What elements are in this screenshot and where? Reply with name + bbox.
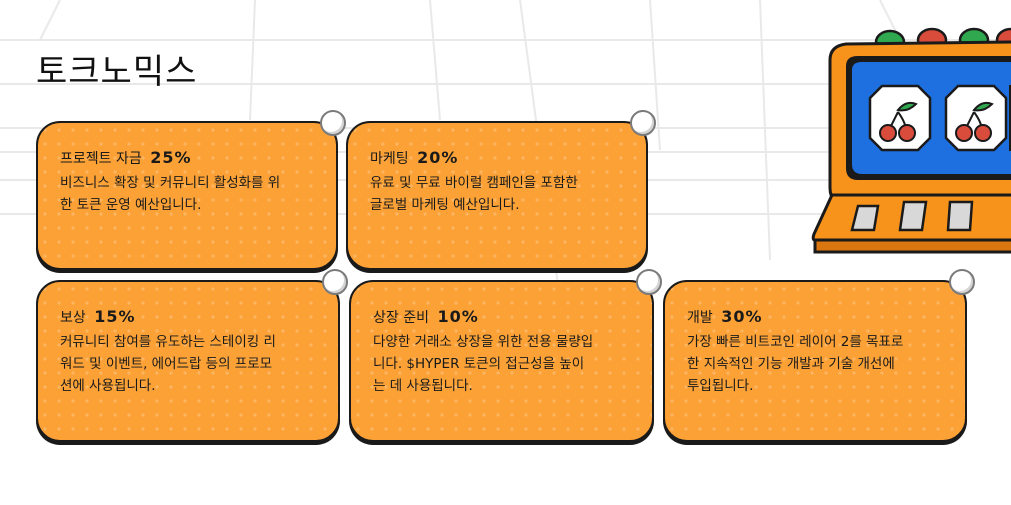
card-description: 가장 빠른 비트코인 레이어 2를 목표로 한 지속적인 기능 개발과 기술 개… — [687, 334, 904, 394]
cherry-icon — [944, 84, 1008, 152]
card-percent: 15% — [94, 307, 136, 326]
pin-icon — [322, 269, 348, 295]
slot-machine-illustration — [811, 27, 1011, 254]
card-heading: 보상 15% — [60, 308, 318, 327]
card-label: 프로젝트 자금 — [60, 151, 142, 167]
card-heading: 개발 30% — [687, 308, 945, 327]
pin-icon — [636, 269, 662, 295]
card-description: 커뮤니티 참여를 유도하는 스테이킹 리 워드 및 이벤트, 에어드랍 등의 프… — [60, 334, 276, 394]
card-heading: 프로젝트 자금 25% — [60, 149, 316, 168]
card-description: 비즈니스 확장 및 커뮤니티 활성화를 위 한 토큰 운영 예산입니다. — [60, 175, 281, 213]
card-description: 유료 및 무료 바이럴 캠페인을 포함한 글로벌 마케팅 예산입니다. — [370, 175, 578, 213]
page-title: 토크노믹스 — [36, 52, 198, 92]
tokenomics-card-development: 개발 30% 가장 빠른 비트코인 레이어 2를 목표로 한 지속적인 기능 개… — [663, 269, 975, 442]
tokenomics-card-marketing: 마케팅 20% 유료 및 무료 바이럴 캠페인을 포함한 글로벌 마케팅 예산입… — [346, 110, 656, 270]
pin-icon — [630, 110, 656, 136]
card-heading: 마케팅 20% — [370, 149, 626, 168]
card-label: 마케팅 — [370, 151, 409, 167]
pin-icon — [320, 110, 346, 136]
tokenomics-card-rewards: 보상 15% 커뮤니티 참여를 유도하는 스테이킹 리 워드 및 이벤트, 에어… — [36, 269, 348, 442]
card-percent: 25% — [150, 148, 192, 167]
tokenomics-card-listing: 상장 준비 10% 다양한 거래소 상장을 위한 전용 물량입 니다. $HYP… — [349, 269, 662, 442]
tokenomics-card-project-fund: 프로젝트 자금 25% 비즈니스 확장 및 커뮤니티 활성화를 위 한 토큰 운… — [36, 110, 346, 270]
cherry-icon — [868, 84, 932, 152]
card-percent: 20% — [417, 148, 459, 167]
pin-icon — [949, 269, 975, 295]
card-label: 상장 준비 — [373, 310, 429, 326]
card-label: 보상 — [60, 310, 86, 326]
card-label: 개발 — [687, 310, 713, 326]
card-percent: 10% — [437, 307, 479, 326]
card-description: 다양한 거래소 상장을 위한 전용 물량입 니다. $HYPER 토큰의 접근성… — [373, 334, 594, 394]
card-heading: 상장 준비 10% — [373, 308, 632, 327]
slot-button-icons — [850, 200, 974, 232]
card-percent: 30% — [721, 307, 763, 326]
